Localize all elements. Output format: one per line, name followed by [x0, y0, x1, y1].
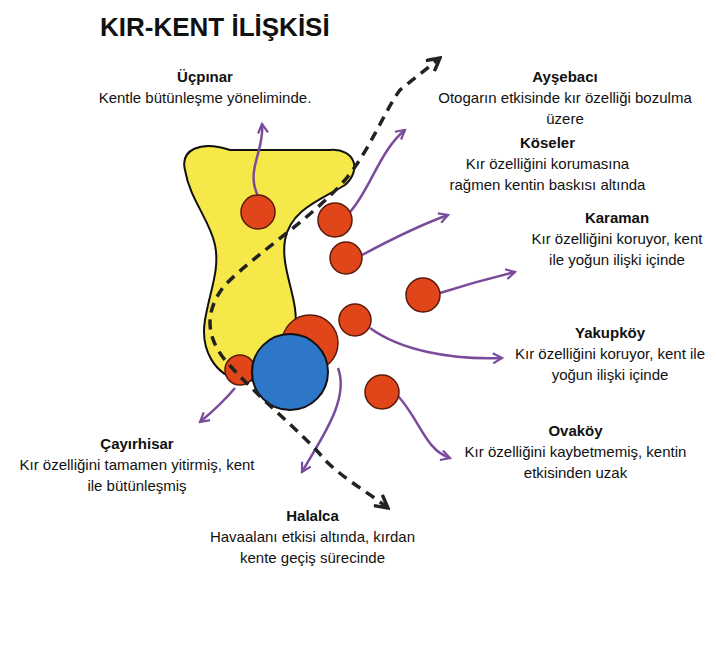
- village-name: Çayırhisar: [12, 433, 262, 454]
- transport-route: [210, 58, 440, 508]
- village-label: OvaköyKır özelliğini kaybetmemiş, kentin…: [458, 420, 693, 483]
- village-name: Ayşebacı: [420, 66, 710, 87]
- village-description: Kır özelliğini tamamen yitirmiş, kent il…: [12, 454, 262, 496]
- village-label: HalalcaHavaalanı etkisi altında, kırdan …: [205, 505, 420, 568]
- diagram-title: KIR-KENT İLİŞKİSİ: [100, 12, 330, 43]
- village-name: Üçpınar: [90, 66, 320, 87]
- airport-circle: [252, 334, 328, 410]
- village-dots: [225, 195, 440, 409]
- village-name: Halalca: [205, 505, 420, 526]
- village-label: ÜçpınarKentle bütünleşme yöneliminde.: [90, 66, 320, 108]
- village-description: Otogarın etkisinde kır özelliği bozulma …: [420, 87, 710, 129]
- village-name: Ovaköy: [458, 420, 693, 441]
- village-label: AyşebacıOtogarın etkisinde kır özelliği …: [420, 66, 710, 129]
- village-description: Havaalanı etkisi altında, kırdan kente g…: [205, 526, 420, 568]
- village-label: KaramanKır özelliğini koruyor, kent ile …: [522, 207, 712, 270]
- village-name: Köseler: [440, 132, 655, 153]
- village-label: YakupköyKır özelliğini koruyor, kent ile…: [510, 322, 710, 385]
- village-description: Kır özelliğini korumasına rağmen kentin …: [440, 153, 655, 195]
- village-description: Kır özelliğini koruyor, kent ile yoğun i…: [510, 343, 710, 385]
- village-label: ÇayırhisarKır özelliğini tamamen yitirmi…: [12, 433, 262, 496]
- village-description: Kır özelliğini koruyor, kent ile yoğun i…: [522, 228, 712, 270]
- village-description: Kır özelliğini kaybetmemiş, kentin etkis…: [458, 441, 693, 483]
- village-description: Kentle bütünleşme yöneliminde.: [90, 87, 320, 108]
- village-name: Karaman: [522, 207, 712, 228]
- village-label: KöselerKır özelliğini korumasına rağmen …: [440, 132, 655, 195]
- village-name: Yakupköy: [510, 322, 710, 343]
